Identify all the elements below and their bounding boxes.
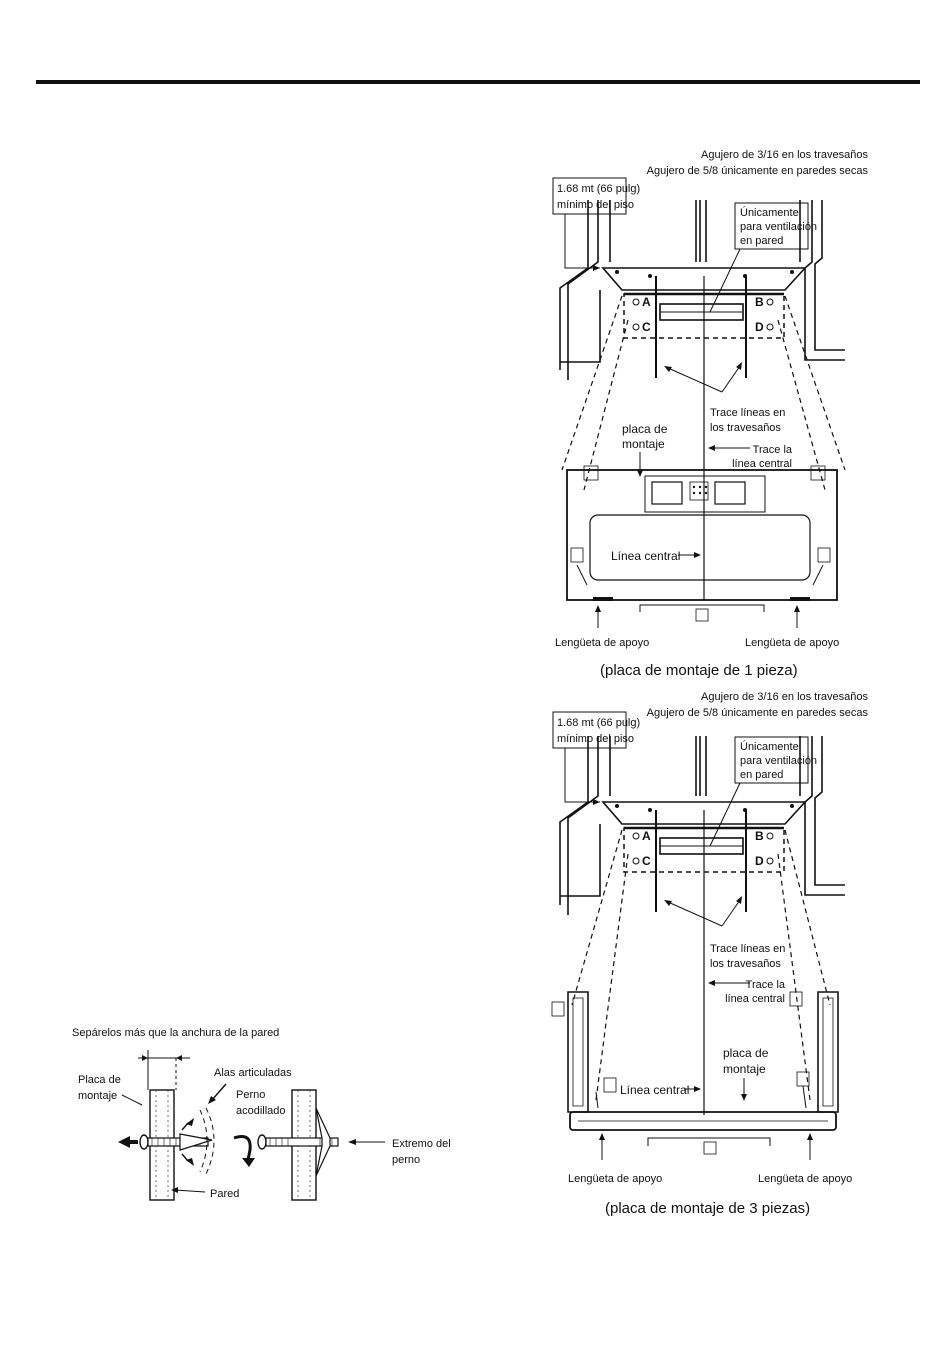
wings-label: Alas articuladas (214, 1067, 292, 1079)
wall-label: Pared (210, 1188, 239, 1200)
height-box (552, 177, 627, 215)
hole-letter-a: A (642, 295, 651, 309)
vent-label-3: en pared (740, 769, 783, 781)
hole-letter-c: C (642, 854, 651, 868)
trace-studs-1: Trace líneas en (710, 943, 785, 955)
diagram-three-piece: Agujero de 3/16 en los travesaños Agujer… (551, 691, 869, 1217)
trace-studs-1: Trace líneas en (710, 407, 785, 419)
bolt-label-2: acodillado (236, 1105, 286, 1117)
diagram-one-piece: Agujero de 3/16 en los travesaños Agujer… (552, 149, 869, 679)
height-label-1: 1.68 mt (66 pulg) (557, 183, 640, 195)
plate-label-1: Placa de (78, 1074, 121, 1086)
mounting-plate-one-piece: Línea central (566, 465, 838, 622)
support-tab-right: Lengüeta de apoyo (745, 637, 839, 649)
plate-label-2: montaje (723, 1062, 766, 1076)
support-tab-left: Lengüeta de apoyo (568, 1173, 662, 1185)
vent-label-2: para ventilación (740, 755, 817, 767)
plate-label-2: montaje (622, 437, 665, 451)
height-box (552, 711, 627, 749)
hole-letter-c: C (642, 320, 651, 334)
height-label-2: mínimo del piso (557, 199, 634, 211)
header-rule (36, 80, 920, 84)
trace-center-1: Trace la (746, 979, 786, 991)
end-label-1: Extremo del (392, 1138, 451, 1150)
vent-label-3: en pared (740, 235, 783, 247)
caption-one-piece: (placa de montaje de 1 pieza) (600, 662, 798, 679)
bolt-label-1: Perno (236, 1089, 265, 1101)
plate-label-1: placa de (723, 1046, 769, 1060)
cabinet-outline (601, 801, 807, 825)
trace-center-2: línea central (725, 993, 785, 1005)
cabinet-outline (601, 267, 807, 291)
hole-letter-a: A (642, 829, 651, 843)
hole-letter-b: B (755, 829, 764, 843)
support-tab-right: Lengüeta de apoyo (758, 1173, 852, 1185)
plate-label-2: montaje (78, 1090, 117, 1102)
height-label-1: 1.68 mt (66 pulg) (557, 717, 640, 729)
trace-studs-2: los travesaños (710, 422, 781, 434)
hole-letter-d: D (755, 320, 764, 334)
vent-label-box (734, 202, 809, 250)
center-line-label: Línea central (611, 549, 680, 563)
hole-letter-d: D (755, 854, 764, 868)
center-line-label: Línea central (620, 1083, 689, 1097)
vent-label-1: Únicamente (740, 740, 799, 753)
hole-label-2: Agujero de 5/8 únicamente en paredes sec… (647, 707, 869, 719)
mounting-plate-three-piece: placa de montaje Línea central (551, 991, 839, 1155)
height-label-2: mínimo del piso (557, 733, 634, 745)
hole-label-1: Agujero de 3/16 en los travesaños (701, 691, 868, 703)
vent-label-2: para ventilación (740, 221, 817, 233)
trace-center-1: Trace la (753, 444, 793, 456)
hole-letter-b: B (755, 295, 764, 309)
trace-center-2: línea central (732, 458, 792, 470)
trace-studs-2: los travesaños (710, 958, 781, 970)
caption-three-piece: (placa de montaje de 3 piezas) (605, 1200, 810, 1217)
vent-label-1: Únicamente (740, 206, 799, 219)
plate-label-1: placa de (622, 422, 668, 436)
support-tab-left: Lengüeta de apoyo (555, 637, 649, 649)
hole-label-1: Agujero de 3/16 en los travesaños (701, 149, 868, 161)
toggle-bolt-diagram: Sepárelos más que la anchura de la pared… (72, 1027, 451, 1201)
hole-label-2: Agujero de 5/8 únicamente en paredes sec… (647, 165, 869, 177)
vent-label-box (734, 736, 809, 784)
spread-label: Sepárelos más que la anchura de la pared (72, 1027, 279, 1039)
end-label-2: perno (392, 1154, 420, 1166)
